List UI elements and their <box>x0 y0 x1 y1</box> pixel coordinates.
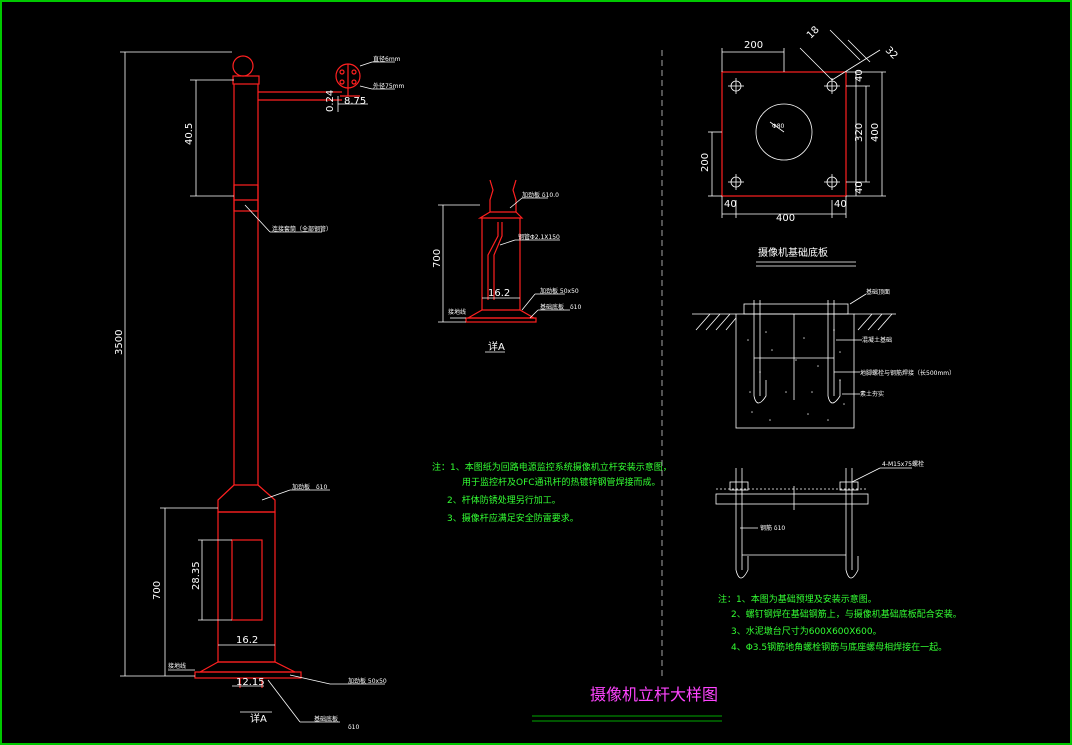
plate-h-40b: 40 <box>854 181 865 194</box>
ground-hatch <box>692 313 896 331</box>
detail-tag-main: 详A <box>250 712 267 725</box>
note-right-1: 注：1、本图为基础预埋及安装示意图。 <box>718 593 877 605</box>
base-plate-labels: 200 400 18 32 40 320 400 40 200 40 40 Φ8… <box>700 24 900 259</box>
dim-base-width: 12.15 <box>236 677 265 688</box>
dim-pole-width: 16.2 <box>236 635 258 646</box>
pole-sleeve <box>233 184 259 212</box>
note-right-4: 4、Φ3.5钢筋地角螺栓钢筋与底座螺母相焊接在一起。 <box>731 641 947 653</box>
note-left-3: 2、杆体防锈处理另行加工。 <box>447 494 561 506</box>
foundation-label-3: 地脚螺栓与钢筋焊接（长500mm） <box>860 369 955 377</box>
label-bottom-plate: 基础底板 <box>314 715 338 723</box>
plate-d-18: 18 <box>805 24 822 41</box>
detail-a <box>465 179 537 323</box>
dim-pole-height: 3500 <box>114 330 125 355</box>
label-bottom-thk: δ10 <box>348 724 359 731</box>
dim-door-height: 28.35 <box>191 561 202 590</box>
title-block: 摄像机立杆大样图 <box>532 685 722 722</box>
detail-a-height: 700 <box>432 249 443 268</box>
note-right-2: 2、螺钉钢焊在基础钢筋上，与摄像机基础底板配合安装。 <box>731 608 962 620</box>
plate-bl-40: 40 <box>724 199 737 210</box>
base-plate-hole <box>755 103 813 161</box>
notes-left: 注：1、本图纸为回路电源监控系统摄像机立杆安装示意图， 用于监控杆及OFC通讯杆… <box>432 461 672 524</box>
foundation-section <box>692 293 896 429</box>
main-pole-dims <box>120 51 395 723</box>
base-plate-dims <box>708 29 886 267</box>
base-plate-view <box>721 71 847 197</box>
plate-h-40a: 40 <box>854 69 865 82</box>
detail-a-width: 16.2 <box>488 288 510 299</box>
note-left-4: 3、摄像杆应满足安全防雷要求。 <box>447 512 579 524</box>
foundation-label-4: 素土夯实 <box>860 390 884 398</box>
plate-left-200: 200 <box>700 153 711 172</box>
anchor-detail <box>715 467 912 579</box>
label-ground: 接地线 <box>168 662 186 670</box>
plate-hole-dia: Φ80 <box>772 123 785 130</box>
detail-a-label-rib: 加劲板 50x50 <box>540 287 579 295</box>
detail-a-label-ground: 接地线 <box>448 308 466 316</box>
notes-right: 注：1、本图为基础预埋及安装示意图。 2、螺钉钢焊在基础钢筋上，与摄像机基础底板… <box>718 593 962 653</box>
dim-base-height: 700 <box>152 581 163 600</box>
anchor-label-bolt: 4-M15x75螺栓 <box>882 460 924 468</box>
plate-h-320: 320 <box>854 123 865 142</box>
pole-cap <box>232 75 260 85</box>
detail-a-label-base: 基础底板 δ10 <box>540 303 581 311</box>
plate-h-400: 400 <box>870 123 881 142</box>
label-sleeve: 连接套筒（全部钢管） <box>272 225 332 233</box>
pole-door <box>231 539 263 621</box>
plate-w-top: 200 <box>744 40 763 51</box>
plate-w-bottom: 400 <box>776 213 795 224</box>
anchor-labels: 4-M15x75螺栓 钢筋 δ10 <box>760 460 924 532</box>
detail-a-dims <box>438 197 570 353</box>
pole-base-plate <box>194 671 302 679</box>
detail-a-label-plate: 加劲板 δ10.0 <box>522 191 559 199</box>
main-pole <box>194 55 361 688</box>
detail-a-labels: 700 16.2 加劲板 δ10.0 钢管Φ2.1X150 加劲板 50x50 … <box>432 191 581 353</box>
dim-upper: 40.5 <box>184 123 195 145</box>
plate-d-32: 32 <box>883 45 900 62</box>
detail-a-label-pipe: 钢管Φ2.1X150 <box>518 233 560 241</box>
note-right-3: 3、水泥墩台尺寸为600X600X600。 <box>731 625 882 637</box>
pole-ball-top <box>232 55 254 77</box>
plate-caption: 摄像机基础底板 <box>758 246 828 259</box>
detail-a-tag: 详A <box>488 340 505 353</box>
label-top-b: 外径75mm <box>373 82 404 90</box>
note-left-1: 注：1、本图纸为回路电源监控系统摄像机立杆安装示意图， <box>432 461 672 473</box>
base-plate-outline <box>721 71 847 197</box>
anchor-label-rod: 钢筋 δ10 <box>760 524 785 532</box>
main-pole-labels: 3500 40.5 700 28.35 16.2 12.15 0.24 8.75… <box>114 55 404 731</box>
label-top-a: 直径6mm <box>373 55 401 63</box>
plate-br-40: 40 <box>834 199 847 210</box>
foundation-label-1: 基础顶面 <box>866 288 890 296</box>
dim-arm-b: 8.75 <box>344 96 366 107</box>
note-left-2: 用于监控杆及OFC通讯杆的热镀锌钢管焊接而成。 <box>462 476 661 488</box>
concrete-speckle <box>747 329 845 421</box>
drawing-title: 摄像机立杆大样图 <box>590 685 718 704</box>
label-flange: 加劲板 50x50 <box>348 677 387 685</box>
pole-base-rib <box>197 661 296 673</box>
dim-arm-a: 0.24 <box>325 90 336 112</box>
foundation-label-2: 混凝土基础 <box>862 336 892 344</box>
anchor-bolts-section <box>753 300 841 404</box>
label-base-rib: 加劲板 δ10 <box>292 483 327 491</box>
foundation-labels: 基础顶面 混凝土基础 地脚螺栓与钢筋焊接（长500mm） 素土夯实 <box>860 288 955 398</box>
foundation-leaders <box>834 293 867 395</box>
